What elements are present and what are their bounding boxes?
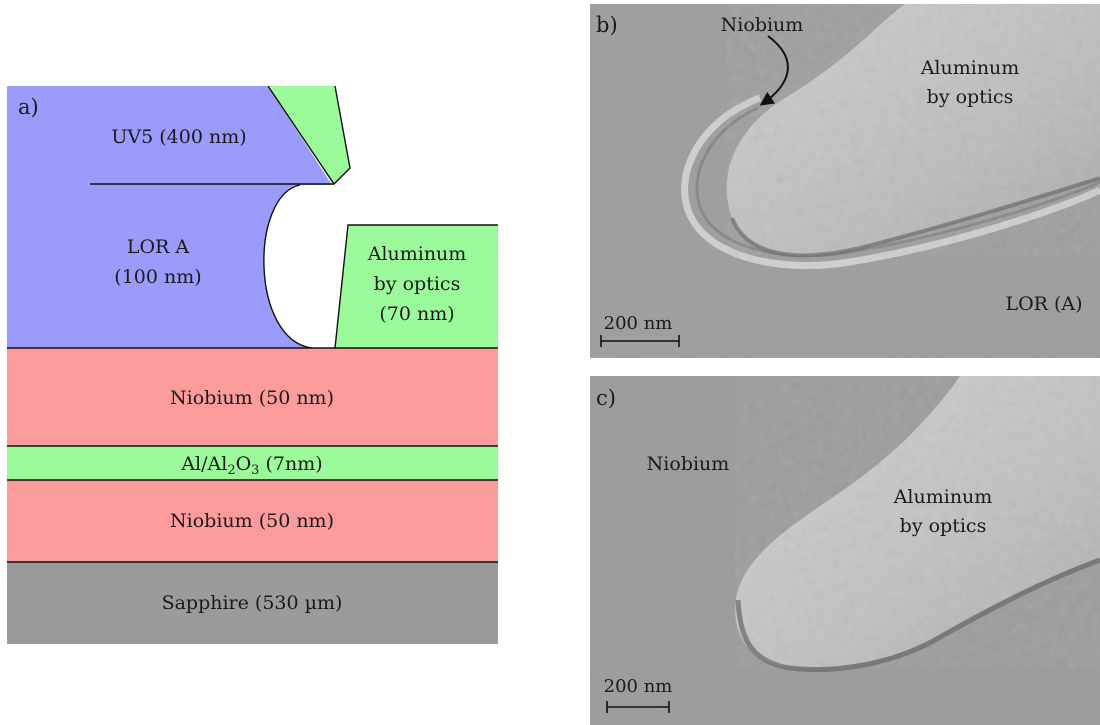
panel-b-sem-image: b) Niobium Aluminum by optics LOR (A) 20… — [590, 4, 1100, 358]
panel-b-scale-bar-label: 200 nm — [604, 313, 673, 334]
al-oxide-mid: O — [236, 453, 252, 475]
panel-c-label: c) — [596, 386, 616, 410]
uv5-sliver-outline — [267, 85, 351, 186]
panel-c-aluminum-label-2: by optics — [900, 515, 987, 537]
aluminum-optics-label-1: Aluminum — [367, 243, 467, 265]
panel-c-scale-bar — [606, 701, 670, 713]
panel-b-niobium-label: Niobium — [721, 14, 804, 36]
panel-a-stack: a) UV5 (400 nm) LOR A (100 nm) Aluminum … — [7, 85, 498, 644]
sapphire-label: Sapphire (530 µm) — [162, 592, 343, 614]
aluminum-optics-thickness: (70 nm) — [379, 303, 454, 325]
panel-b-strip-edge — [730, 176, 1100, 258]
al-oxide-layer — [7, 446, 498, 480]
panel-b-aluminum-label-2: by optics — [927, 86, 1014, 108]
panel-b-scale-bar — [600, 335, 680, 347]
lor-name-label: LOR A — [127, 236, 190, 258]
panel-b-label: b) — [596, 13, 618, 37]
niobium-bottom-label: Niobium (50 nm) — [170, 510, 334, 532]
panel-b-aluminum-label-1: Aluminum — [920, 57, 1020, 79]
panel-c-aluminum-label-1: Aluminum — [893, 486, 993, 508]
panel-c-scale-bar-label: 200 nm — [604, 676, 673, 697]
aluminum-optics-label-2: by optics — [374, 273, 461, 295]
lor-thickness-label: (100 nm) — [114, 266, 201, 288]
al-oxide-suffix: (7nm) — [259, 453, 322, 475]
niobium-top-layer — [7, 348, 498, 446]
panel-b-aluminum-strip-texture — [726, 4, 1100, 256]
niobium-top-label: Niobium (50 nm) — [170, 387, 334, 409]
aluminum-optics-outline — [334, 224, 498, 349]
aluminum-optics-layer — [335, 225, 498, 348]
panel-c-aluminum-strip-texture — [735, 376, 1100, 668]
panel-b-lor-label: LOR (A) — [1005, 293, 1082, 315]
niobium-bottom-layer — [7, 480, 498, 562]
uv5-aluminum-sliver — [268, 86, 350, 185]
al-oxide-prefix: Al/Al — [180, 453, 227, 475]
panel-b-niobium-halo — [681, 94, 1100, 270]
uv5-resist-layer — [7, 86, 332, 185]
panel-b-arrow — [759, 35, 789, 106]
sapphire-substrate — [7, 562, 498, 644]
panel-c-sem-image: c) Niobium Aluminum by optics 200 nm — [590, 376, 1100, 725]
al-oxide-label: Al/Al2O3 (7nm) — [180, 453, 322, 478]
al-oxide-sub-2: 3 — [251, 463, 259, 478]
panel-c-niobium-label: Niobium — [647, 453, 730, 475]
uv5-label: UV5 (400 nm) — [111, 126, 246, 148]
panel-c-strip-edge — [735, 557, 1100, 673]
panel-a-label: a) — [18, 95, 39, 119]
lor-undercut-outline — [263, 184, 313, 349]
al-oxide-sub-1: 2 — [227, 463, 235, 478]
lor-a-layer — [7, 185, 312, 348]
